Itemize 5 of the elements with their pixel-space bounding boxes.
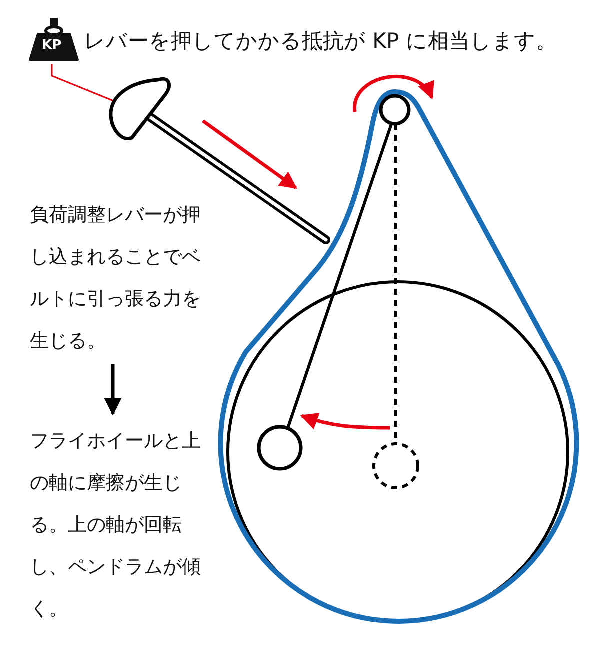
description-text: 負荷調整レバーが押し込まれることでベルトに引っ張る力を生じる。 (30, 203, 202, 354)
arrow (104, 364, 122, 416)
description-text: フライホイールと上の軸に摩擦が生じる。上の軸が回転し、ペンドラムが傾く。 (30, 429, 202, 622)
weight-label: KP (42, 38, 62, 54)
caption-text: レバーを押してかかる抵抗が KP に相当します。 (84, 28, 557, 54)
